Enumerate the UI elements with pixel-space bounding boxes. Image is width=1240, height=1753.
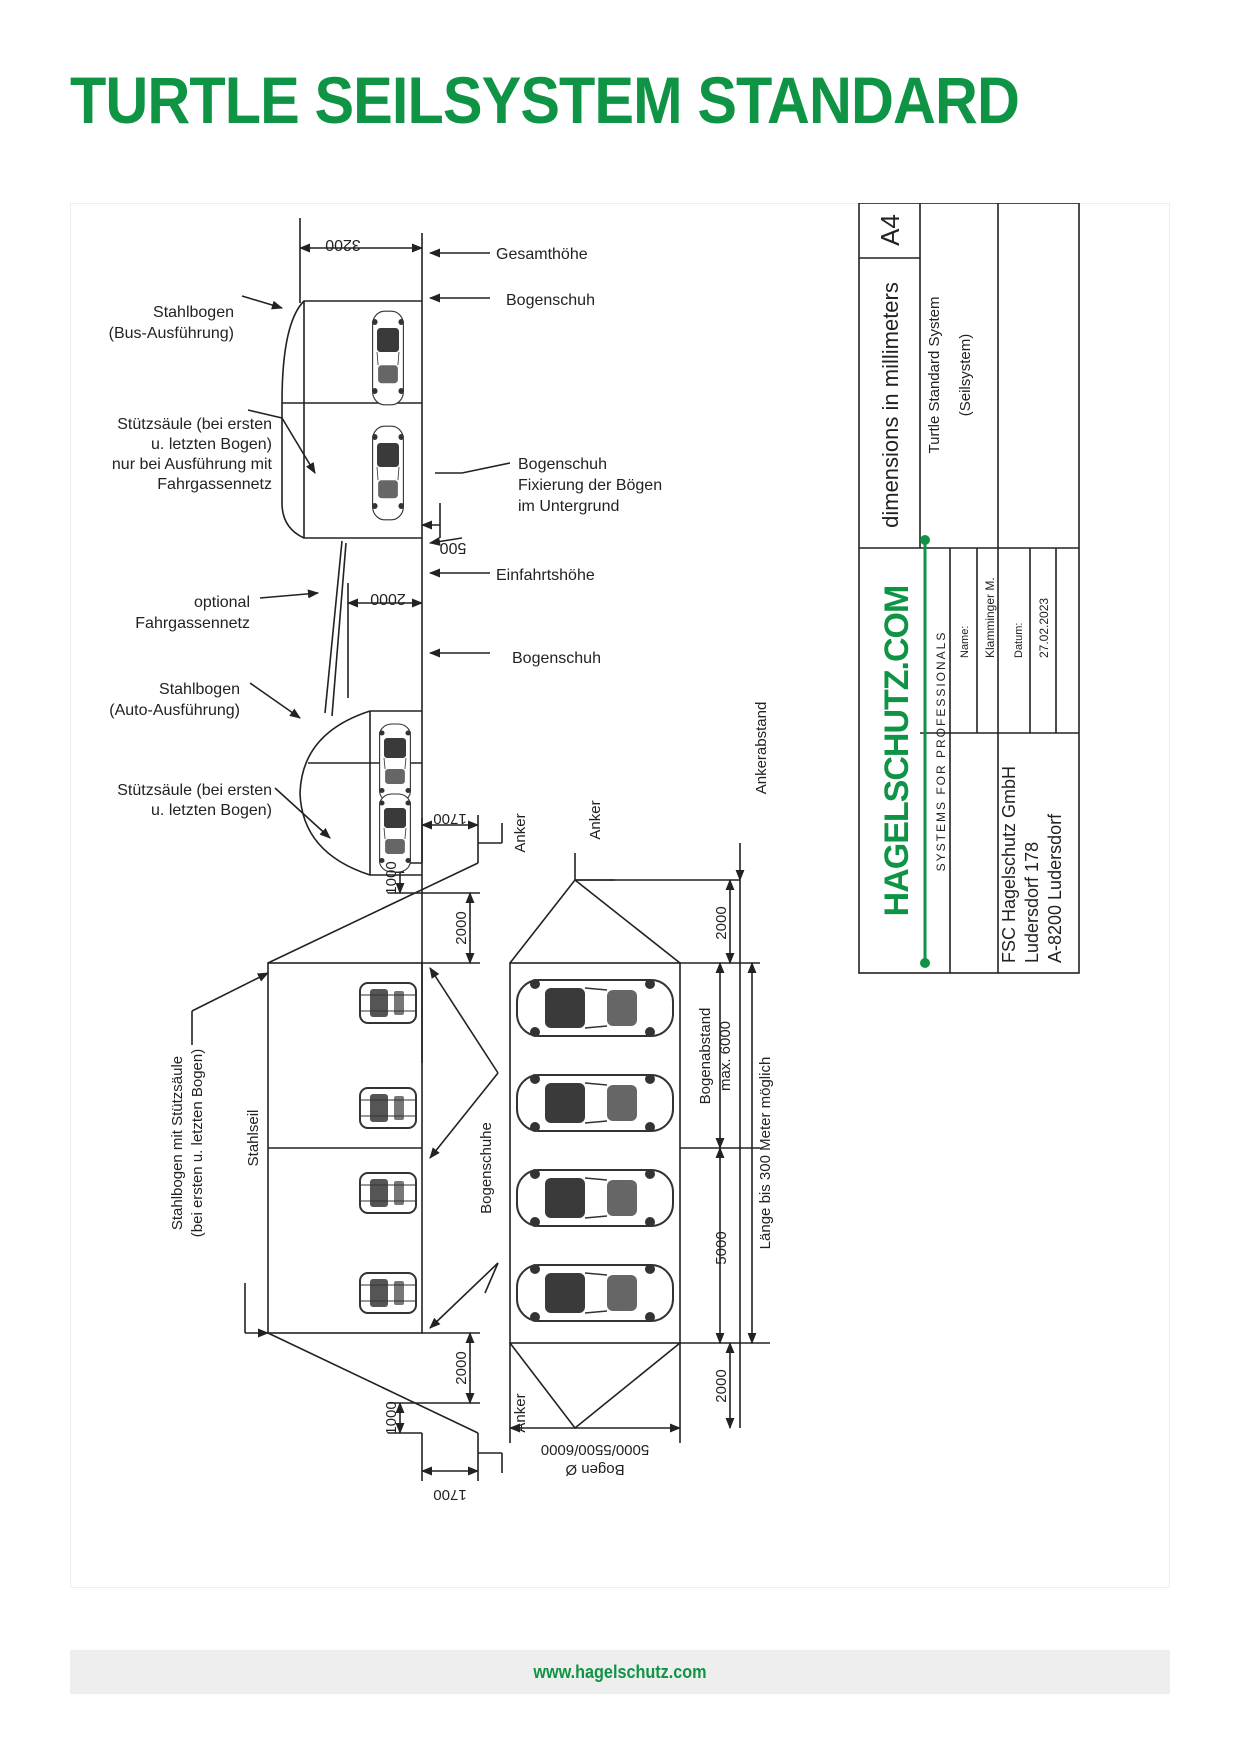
- dim-2000-top: 2000: [453, 911, 470, 944]
- label-bus-arch-1: Stahlbogen: [153, 304, 234, 321]
- label-car-arch-1: Stahlbogen: [159, 681, 240, 698]
- date-value: 27.02.2023: [1037, 598, 1051, 658]
- dim-total-height: 3200: [325, 236, 361, 253]
- car-icon: [359, 1087, 417, 1129]
- label-arch-shoe-fix-3: im Untergrund: [518, 498, 619, 515]
- label-support-bus-4: Fahrgassennetz: [157, 476, 272, 493]
- technical-drawing: 3200 Gesamthöhe Bogenschuh Stahlbogen (B…: [70, 203, 1170, 1588]
- label-arch-shoe-fix-1: Bogenschuh: [518, 456, 607, 473]
- label-anchor-top: Anker: [512, 813, 529, 852]
- car-icon: [516, 1263, 674, 1323]
- label-arch-shoe-2: Bogenschuh: [512, 650, 601, 667]
- name-label: Name:: [959, 626, 971, 658]
- label-steel-rope: Stahlseil: [245, 1110, 262, 1167]
- car-icon: [516, 1073, 674, 1133]
- drawing-title-2: (Seilsystem): [957, 334, 974, 417]
- car-arch-cars: [378, 723, 412, 873]
- dim-1000-top: 1000: [383, 861, 400, 894]
- label-support-car-1: Stützsäule (bei ersten: [117, 782, 272, 799]
- dim-2000-bottom: 2000: [453, 1351, 470, 1384]
- label-arch-with-support-2: (bei ersten u. letzten Bogen): [189, 1049, 206, 1237]
- label-net-1: optional: [194, 594, 250, 611]
- label-arch-spacing-1: Bogenabstand: [697, 1008, 714, 1105]
- label-arch-shoes: Bogenschuhe: [478, 1122, 495, 1214]
- car-icon: [516, 1168, 674, 1228]
- logo-main: HAGELSCHUTZ.COM: [878, 586, 916, 917]
- label-net-2: Fahrgassennetz: [135, 615, 250, 632]
- company-line-3: A-8200 Ludersdorf: [1045, 813, 1065, 963]
- dim-1700-top: 1700: [433, 810, 466, 827]
- car-icon: [359, 982, 417, 1024]
- car-icon: [359, 1272, 417, 1314]
- label-entry-height: Einfahrtshöhe: [496, 567, 595, 584]
- label-arch-spacing-2: max. 6000: [717, 1021, 734, 1091]
- label-anchor-spacing: Ankerabstand: [753, 702, 770, 795]
- sheet-size: A4: [875, 214, 905, 246]
- label-anchor-bottom: Anker: [512, 1393, 529, 1432]
- date-label: Datum:: [1013, 623, 1025, 658]
- label-arch-diameter-2: 5000/5500/6000: [541, 1441, 649, 1458]
- right-plan-cars: [516, 978, 674, 1323]
- car-icon: [359, 1172, 417, 1214]
- dim-5000: 5000: [713, 1231, 730, 1264]
- dim-500: 500: [440, 539, 467, 556]
- dim-2000-right-bottom: 2000: [713, 1369, 730, 1402]
- page-title: TURTLE SEILSYSTEM STANDARD: [70, 63, 1020, 137]
- logo-sub: SYSTEMS FOR PROFESSIONALS: [934, 631, 948, 872]
- label-anchor-right: Anker: [587, 800, 604, 839]
- car-icon: [516, 978, 674, 1038]
- footer-url[interactable]: www.hagelschutz.com: [533, 1662, 707, 1682]
- label-bus-arch-2: (Bus-Ausführung): [109, 325, 234, 342]
- label-arch-shoe-fix-2: Fixierung der Bögen: [518, 477, 662, 494]
- label-arch-diameter-1: Bogen Ø: [565, 1461, 625, 1478]
- label-support-bus-1: Stützsäule (bei ersten: [117, 416, 272, 433]
- units-note: dimensions in millimeters: [878, 282, 903, 528]
- label-support-bus-3: nur bei Ausführung mit: [112, 456, 273, 473]
- name-value: Klamminger M.: [983, 577, 997, 658]
- dim-1700-bottom: 1700: [433, 1486, 466, 1503]
- label-support-car-2: u. letzten Bogen): [151, 802, 272, 819]
- bus-arch-cars: [371, 310, 405, 521]
- label-car-arch-2: (Auto-Ausführung): [109, 702, 240, 719]
- label-arch-shoe-1: Bogenschuh: [506, 292, 595, 309]
- drawing-title-1: Turtle Standard System: [926, 296, 943, 453]
- footer-bar: www.hagelschutz.com: [70, 1650, 1170, 1694]
- dim-2000-right-top: 2000: [713, 906, 730, 939]
- company-line-1: FSC Hagelschutz GmbH: [999, 766, 1019, 963]
- company-line-2: Ludersdorf 178: [1022, 842, 1042, 963]
- label-length: Länge bis 300 Meter möglich: [757, 1057, 774, 1250]
- label-arch-with-support-1: Stahlbogen mit Stützsäule: [169, 1056, 186, 1230]
- label-support-bus-2: u. letzten Bogen): [151, 436, 272, 453]
- dim-1000-bottom: 1000: [383, 1401, 400, 1434]
- company-logo: HAGELSCHUTZ.COM SYSTEMS FOR PROFESSIONAL…: [878, 535, 948, 968]
- dim-entry-height: 2000: [370, 590, 406, 607]
- label-total-height: Gesamthöhe: [496, 246, 588, 263]
